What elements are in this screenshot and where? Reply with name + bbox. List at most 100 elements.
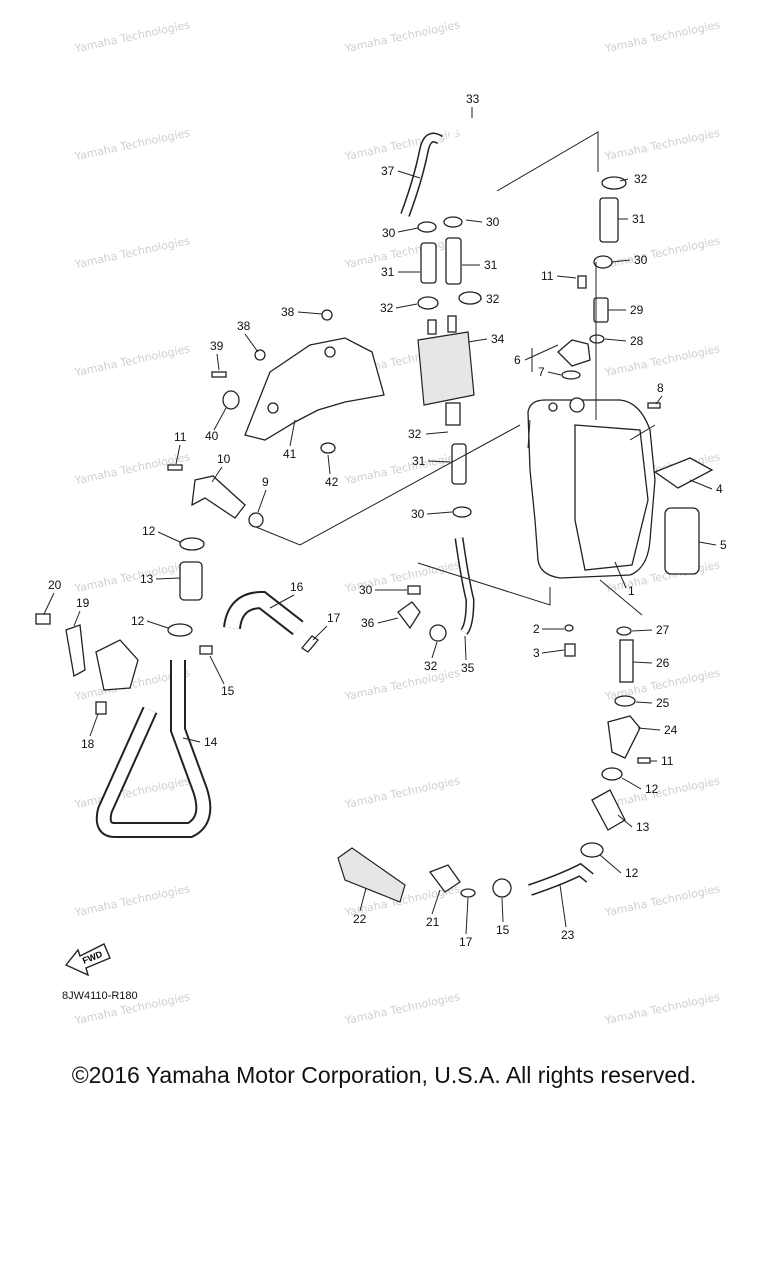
callout-1: 1 [628, 584, 635, 598]
copyright-notice: ©2016 Yamaha Motor Corporation, U.S.A. A… [71, 1062, 697, 1088]
callout-30: 30 [382, 226, 396, 240]
callout-13: 13 [636, 820, 650, 834]
watermark-text: Yamaha Technologies [343, 450, 462, 487]
callout-31: 31 [412, 454, 426, 468]
fwd-arrow-icon: FWD [64, 943, 111, 977]
callout-4: 4 [716, 482, 723, 496]
watermark-text: Yamaha Technologies [343, 126, 462, 163]
watermark-text: Yamaha Technologies [603, 126, 722, 163]
callout-17: 17 [459, 935, 473, 949]
callout-6: 6 [514, 353, 521, 367]
watermark-text: Yamaha Technologies [343, 990, 462, 1027]
callout-30: 30 [634, 253, 648, 267]
callout-26: 26 [656, 656, 670, 670]
watermark-text: Yamaha Technologies [603, 882, 722, 919]
watermark-text: Yamaha Technologies [73, 126, 192, 163]
left-hose-assembly [35, 537, 319, 838]
callout-41: 41 [283, 447, 297, 461]
connection-lines [255, 131, 656, 616]
callout-17: 17 [327, 611, 341, 625]
watermark-text: Yamaha Technologies [73, 558, 192, 595]
callout-31: 31 [484, 258, 498, 272]
callout-10: 10 [217, 452, 231, 466]
watermark-text: Yamaha Technologies [343, 774, 462, 811]
callout-30: 30 [359, 583, 373, 597]
lower-middle-fittings [397, 443, 475, 642]
callout-12: 12 [645, 782, 659, 796]
canister-34 [417, 315, 475, 426]
callout-32: 32 [408, 427, 422, 441]
lower-right-assembly [528, 624, 651, 896]
callout-11: 11 [541, 269, 554, 283]
watermark-text: Yamaha Technologies [343, 18, 462, 55]
callout-8: 8 [657, 381, 664, 395]
callout-38: 38 [237, 319, 251, 333]
tank-accessories [557, 339, 714, 575]
callout-16: 16 [290, 580, 304, 594]
callout-25: 25 [656, 696, 670, 710]
watermark-text: Yamaha Technologies [603, 18, 722, 55]
callout-32: 32 [634, 172, 648, 186]
watermark-text: Yamaha Technologies [73, 882, 192, 919]
left-hose-stack [417, 216, 482, 310]
callout-11: 11 [661, 754, 674, 768]
watermark-text: Yamaha Technologies [603, 342, 722, 379]
callout-31: 31 [632, 212, 646, 226]
diagram-code: 8JW4110-R180 [62, 990, 138, 1002]
callout-37: 37 [381, 164, 395, 178]
callout-20: 20 [48, 578, 62, 592]
callout-14: 14 [204, 735, 218, 749]
callout-18: 18 [81, 737, 95, 751]
callout-7: 7 [538, 365, 545, 379]
small-parts-left [167, 309, 333, 528]
callout-36: 36 [361, 616, 375, 630]
bottom-middle-parts [337, 847, 512, 903]
watermark-text: Yamaha Technologies [73, 342, 192, 379]
breather-hose-37 [400, 132, 443, 217]
callout-29: 29 [630, 303, 644, 317]
callout-31: 31 [381, 265, 395, 279]
watermark-text: Yamaha Technologies [603, 990, 722, 1027]
watermark-text: Yamaha Technologies [343, 234, 462, 271]
callout-3: 3 [533, 646, 540, 660]
callout-12: 12 [131, 614, 145, 628]
watermark-text: Yamaha Technologies [73, 234, 192, 271]
callout-30: 30 [486, 215, 500, 229]
callout-34: 34 [491, 332, 505, 346]
callout-23: 23 [561, 928, 575, 942]
callout-13: 13 [140, 572, 154, 586]
callout-28: 28 [630, 334, 644, 348]
callout-39: 39 [210, 339, 224, 353]
callout-32: 32 [424, 659, 438, 673]
breather-hose-33 [449, 117, 501, 185]
callout-5: 5 [720, 538, 727, 552]
callout-38: 38 [281, 305, 295, 319]
right-hose-stack [577, 176, 627, 344]
callout-11: 11 [174, 430, 187, 444]
bracket-41 [244, 337, 385, 454]
callout-12: 12 [142, 524, 156, 538]
callout-35: 35 [461, 661, 475, 675]
watermark-text: Yamaha Technologies [73, 18, 192, 55]
callout-33: 33 [466, 92, 480, 106]
callout-22: 22 [353, 912, 367, 926]
callout-32: 32 [486, 292, 500, 306]
callout-9: 9 [262, 475, 269, 489]
callout-24: 24 [664, 723, 678, 737]
callouts: 33 37 32 30 30 31 31 31 30 11 32 32 38 2… [43, 92, 727, 949]
callout-15: 15 [221, 684, 235, 698]
callout-21: 21 [426, 915, 440, 929]
watermark-text: Yamaha Technologies [343, 666, 462, 703]
callout-42: 42 [325, 475, 339, 489]
callout-2: 2 [533, 622, 540, 636]
oil-tank-1 [527, 397, 656, 579]
callout-40: 40 [205, 429, 219, 443]
watermark-text: Yamaha Technologies [73, 774, 192, 811]
callout-15: 15 [496, 923, 510, 937]
callout-27: 27 [656, 623, 670, 637]
callout-19: 19 [76, 596, 90, 610]
callout-30: 30 [411, 507, 425, 521]
watermark-text: Yamaha Technologies [603, 234, 722, 271]
callout-12: 12 [625, 866, 639, 880]
